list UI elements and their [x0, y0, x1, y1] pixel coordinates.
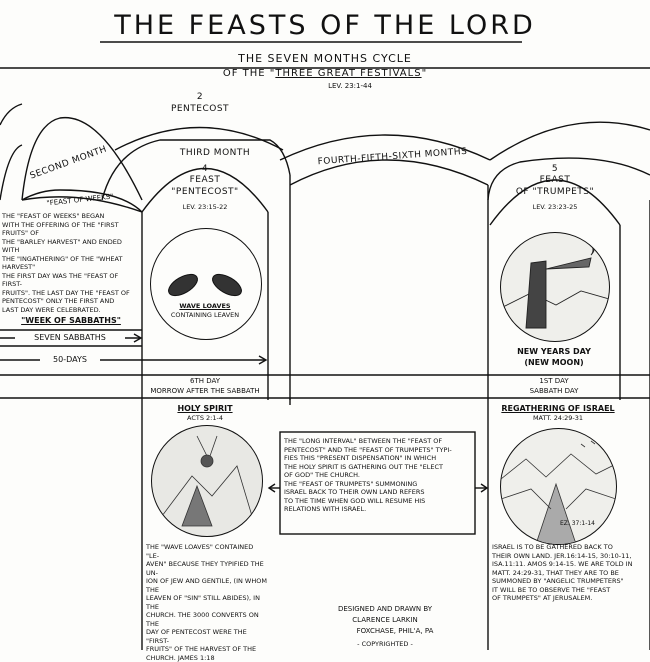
text-line: LEAVEN OF "SIN" STILL ABIDES), IN THE [146, 594, 268, 611]
feast5-line2: OF "TRUMPETS" [492, 187, 618, 197]
text-line: PENTECOST" AND THE "FEAST OF TRUMPETS" T… [284, 446, 474, 455]
text-line: WITH THE OFFERING OF THE "FIRST FRUITS" … [2, 221, 140, 238]
credit-location: FOXCHASE, PHIL'A, PA [300, 627, 490, 636]
text-line: ION OF JEW AND GENTILE, (IN WHOM THE [146, 577, 268, 594]
new-years-day: NEW YEARS DAY [488, 347, 620, 356]
wave-loaves-label: WAVE LOAVES [150, 302, 260, 311]
text-line: LAST DAY WERE CELEBRATED. [2, 306, 140, 315]
trumpet-icon [501, 233, 609, 341]
feast5-line1: FEAST [492, 175, 618, 185]
ezekiel-ref: EZ. 37:1-14 [560, 520, 595, 529]
subtitle-underlined: THREE GREAT FESTIVALS [275, 68, 421, 79]
holy-spirit-illustration [151, 425, 263, 537]
week-of-sabbaths: "WEEK OF SABBATHS" [0, 316, 142, 325]
page-title: THE FEASTS OF THE LORD [0, 10, 650, 41]
holy-spirit-label: HOLY SPIRIT [142, 404, 268, 413]
feast4-number: 4 [145, 164, 265, 174]
trumpeter-illustration [500, 232, 610, 342]
sixth-day: 6TH DAY [142, 377, 268, 386]
feast4-line2: "PENTECOST" [145, 187, 265, 197]
subtitle-suffix: " [422, 68, 428, 79]
subtitle-prefix: OF THE " [223, 68, 276, 79]
text-line: THE "INGATHERING" OF THE "WHEAT HARVEST" [2, 255, 140, 272]
arch-right-outer [490, 122, 650, 160]
first-day: 1ST DAY [488, 377, 620, 386]
reference: LEV. 23:1-44 [290, 82, 410, 90]
long-interval-text: THE "LONG INTERVAL" BETWEEN THE "FEAST O… [284, 437, 474, 514]
text-line: CHURCH. JAMES 1:18 [146, 654, 268, 662]
wave-loaves-icon [151, 229, 261, 339]
regathering-ref: MATT. 24:29-31 [488, 414, 628, 423]
text-line: THE HOLY SPIRIT IS GATHERING OUT THE "EL… [284, 463, 474, 472]
regathering-illustration [500, 428, 617, 545]
text-line: FRUITS" OF THE HARVEST OF THE [146, 645, 268, 654]
morrow-after-sabbath: MORROW AFTER THE SABBATH [142, 387, 268, 396]
week-of-sabbaths-label: "WEEK OF SABBATHS" [21, 316, 121, 325]
text-line: ISRAEL IS TO BE GATHERED BACK TO [492, 543, 648, 552]
fifty-days: 50-DAYS [40, 355, 100, 364]
pentecost-number: 2 [150, 92, 250, 102]
text-line: OF GOD" THE CHURCH. [284, 471, 474, 480]
mountain-valley-icon [501, 429, 616, 544]
text-line: MATT. 24:29-31, THAT THEY ARE TO BE [492, 569, 648, 578]
wave-loaves-text: THE "WAVE LOAVES" CONTAINED "LE-AVEN" BE… [146, 543, 268, 662]
feast4-line1: FEAST [145, 175, 265, 185]
seven-sabbaths: SEVEN SABBATHS [15, 333, 125, 342]
text-line: THE "FEAST OF WEEKS" BEGAN [2, 212, 140, 221]
text-line: THE "WAVE LOAVES" CONTAINED "LE- [146, 543, 268, 560]
text-line: TO THE TIME WHEN GOD WILL RESUME HIS [284, 497, 474, 506]
pentecost-label: PENTECOST [150, 104, 250, 114]
text-line: THE "LONG INTERVAL" BETWEEN THE "FEAST O… [284, 437, 474, 446]
text-line: SUMMONED BY "ANGELIC TRUMPETERS" [492, 577, 648, 586]
text-line: THE FIRST DAY WAS THE "FEAST OF FIRST- [2, 272, 140, 289]
copyright: - COPYRIGHTED - [290, 640, 480, 649]
feast5-number: 5 [492, 164, 618, 174]
text-line: DAY OF PENTECOST WERE THE "FIRST- [146, 628, 268, 645]
third-month-label: THIRD MONTH [150, 148, 280, 158]
text-line: FRUITS". THE LAST DAY THE "FEAST OF [2, 289, 140, 298]
new-moon: (NEW MOON) [488, 358, 620, 367]
text-line: IT WILL BE TO OBSERVE THE "FEAST [492, 586, 648, 595]
wave-loaves-circle [150, 228, 262, 340]
text-line: CHURCH. THE 3000 CONVERTS ON THE [146, 611, 268, 628]
text-line: THE "FEAST OF TRUMPETS" SUMMONING [284, 480, 474, 489]
text-line: PENTECOST" ONLY THE FIRST AND [2, 297, 140, 306]
subtitle-festivals: OF THE "THREE GREAT FESTIVALS" [150, 68, 500, 79]
containing-leaven-label: CONTAINING LEAVEN [150, 311, 260, 320]
text-line: THEIR OWN LAND. JER.16:14-15, 30:10-11, [492, 552, 648, 561]
credit-author: CLARENCE LARKIN [290, 616, 480, 625]
text-line: AVEN" BECAUSE THEY TYPIFIED THE UN- [146, 560, 268, 577]
text-line: RELATIONS WITH ISRAEL. [284, 505, 474, 514]
credit-designed-by: DESIGNED AND DRAWN BY [290, 605, 480, 614]
feast5-ref: LEV. 23:23-25 [492, 203, 618, 212]
text-line: FIES THIS "PRESENT DISPENSATION" IN WHIC… [284, 454, 474, 463]
text-line: ISRAEL BACK TO THEIR OWN LAND REFERS [284, 488, 474, 497]
subtitle: THE SEVEN MONTHS CYCLE [150, 52, 500, 65]
regathering-label: REGATHERING OF ISRAEL [488, 404, 628, 413]
holy-spirit-ref: ACTS 2:1-4 [142, 414, 268, 423]
text-line: OF TRUMPETS" AT JERUSALEM. [492, 594, 648, 603]
arch-far-left [0, 104, 22, 125]
text-line: ISA.11:11. AMOS 9:14-15. WE ARE TOLD IN [492, 560, 648, 569]
dove-icon [152, 426, 262, 536]
text-line: THE "BARLEY HARVEST" AND ENDED WITH [2, 238, 140, 255]
feast4-ref: LEV. 23:15-22 [145, 203, 265, 212]
sabbath-day: SABBATH DAY [488, 387, 620, 396]
